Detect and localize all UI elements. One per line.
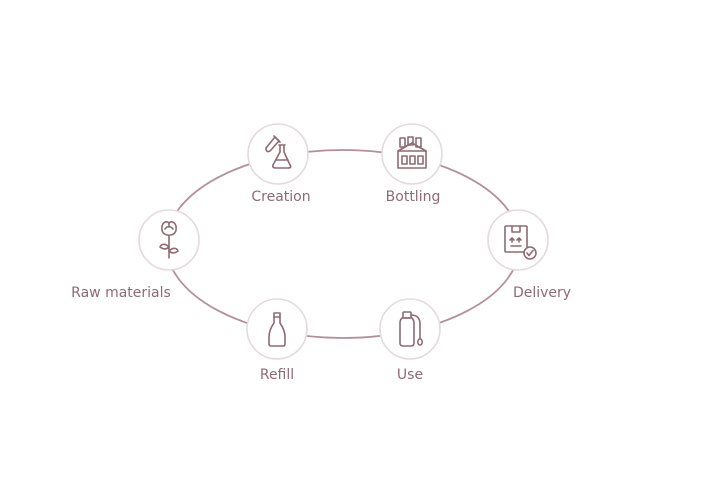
step-use-label: Use [397,367,423,383]
spray-bottle-icon [399,311,423,347]
perfume-bottle-icon [268,312,286,347]
factory-icon [397,136,427,169]
step-bottling: Bottling [381,123,443,205]
step-refill-label: Refill [260,367,294,383]
step-bottling-circle [381,123,443,185]
step-creation: Creation [247,123,311,205]
step-use: Use [379,298,441,383]
step-creation-circle [247,123,309,185]
step-creation-label: Creation [251,189,310,205]
step-refill-circle [246,298,308,360]
step-refill: Refill [246,298,308,383]
lab-flask-icon [265,135,292,169]
cycle-ring [165,149,521,339]
step-delivery: Delivery [487,209,571,301]
rose-icon [159,221,179,259]
step-raw-materials-label: Raw materials [71,285,171,301]
step-bottling-label: Bottling [386,189,441,205]
step-raw-materials: Raw materials [71,209,200,301]
step-delivery-label: Delivery [513,285,571,301]
step-use-circle [379,298,441,360]
package-check-icon [504,225,537,260]
